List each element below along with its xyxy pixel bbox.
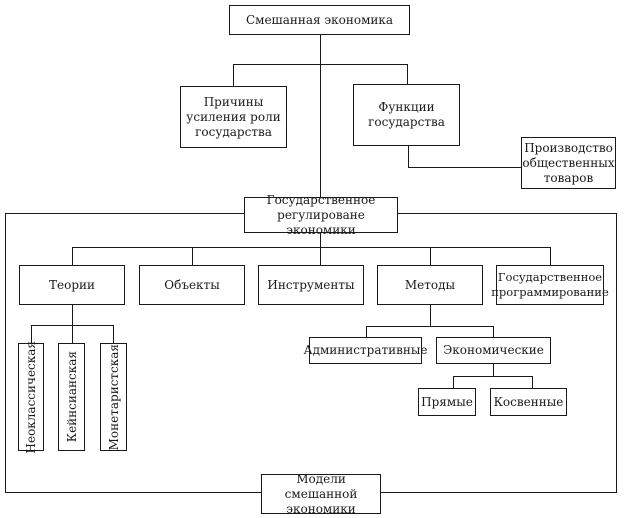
connector-to-direct bbox=[453, 376, 454, 388]
node-monetarist: Монетаристская bbox=[100, 343, 127, 451]
connector-to-economic bbox=[493, 326, 494, 337]
node-indirect-label: Косвенные bbox=[493, 394, 564, 409]
node-theories: Теории bbox=[19, 265, 125, 305]
connector-to-public-goods bbox=[408, 167, 521, 168]
outer-loop-left bbox=[5, 213, 6, 493]
node-instruments: Инструменты bbox=[258, 265, 364, 305]
node-reasons-line-1: Причины bbox=[203, 94, 264, 109]
connector-to-instruments bbox=[320, 247, 321, 265]
node-instruments-label: Инструменты bbox=[267, 277, 355, 292]
node-state-regulation: Государственное регулироване экономики bbox=[244, 193, 398, 237]
connector-theories-branch bbox=[31, 325, 113, 326]
connector-to-administrative bbox=[366, 326, 367, 337]
node-functions-line-2: государства bbox=[368, 115, 445, 129]
connector-to-functions bbox=[407, 64, 408, 84]
node-methods-label: Методы bbox=[404, 277, 456, 292]
connector-top-branch bbox=[233, 64, 408, 65]
node-objects: Объекты bbox=[139, 265, 245, 305]
outer-loop-top-right bbox=[398, 213, 617, 214]
node-mixed-economy-label: Смешанная экономика bbox=[245, 12, 394, 27]
outer-loop-bottom-right bbox=[381, 492, 617, 493]
node-functions: Функции государства bbox=[353, 84, 460, 146]
connector-to-programming bbox=[550, 247, 551, 265]
node-neoclassical: Неоклассическая bbox=[18, 340, 44, 454]
node-economic: Экономические bbox=[436, 337, 551, 364]
node-keynesian-label: Кейнсианская bbox=[64, 351, 79, 443]
outer-loop-bottom-left bbox=[5, 492, 261, 493]
connector-to-indirect bbox=[532, 376, 533, 388]
node-public-goods-line-1: Производство bbox=[524, 140, 613, 155]
node-mixed-economy: Смешанная экономика bbox=[229, 5, 410, 35]
connector-to-theories bbox=[72, 247, 73, 265]
node-state-regulation-line-1: Государственное bbox=[266, 192, 376, 207]
node-indirect: Косвенные bbox=[490, 388, 567, 416]
node-reasons-line-3: государства bbox=[195, 124, 272, 139]
node-state-programming-line-2: программирование bbox=[491, 285, 609, 299]
node-public-goods: Производство общественных товаров bbox=[521, 137, 616, 189]
node-monetarist-label: Монетаристская bbox=[106, 343, 121, 451]
node-state-regulation-line-2: регулироване экономики bbox=[277, 207, 365, 237]
node-public-goods-line-3: товаров bbox=[543, 170, 594, 185]
node-reasons-line-2: усиления роли bbox=[186, 109, 281, 124]
node-methods: Методы bbox=[377, 265, 483, 305]
node-direct: Прямые bbox=[418, 388, 476, 416]
node-administrative: Административные bbox=[303, 337, 428, 364]
outer-loop-right bbox=[616, 213, 617, 493]
node-objects-label: Объекты bbox=[164, 277, 220, 292]
connector-functions-down bbox=[408, 146, 409, 168]
node-state-programming: Государственное программирование bbox=[491, 265, 609, 305]
connector-methods-down bbox=[430, 305, 431, 327]
node-state-programming-line-1: Государственное bbox=[497, 270, 603, 284]
node-public-goods-line-2: общественных bbox=[522, 155, 615, 170]
connector-economic-down bbox=[493, 363, 494, 376]
connector-to-objects bbox=[192, 247, 193, 265]
node-economic-label: Экономические bbox=[443, 343, 544, 357]
node-reasons: Причины усиления роли государства bbox=[180, 86, 287, 148]
node-theories-label: Теории bbox=[48, 277, 95, 292]
node-neoclassical-label: Неоклассическая bbox=[24, 340, 38, 454]
node-models-line-2: экономики bbox=[286, 501, 356, 516]
connector-to-methods bbox=[430, 247, 431, 265]
connector-root-down bbox=[320, 35, 321, 197]
node-mixed-economy-models: Модели смешанной экономики bbox=[261, 471, 381, 516]
connector-to-reasons bbox=[233, 64, 234, 86]
node-keynesian: Кейнсианская bbox=[58, 343, 85, 451]
connector-theories-down bbox=[72, 305, 73, 343]
node-models-line-1: Модели смешанной bbox=[284, 471, 358, 501]
node-direct-label: Прямые bbox=[421, 394, 473, 409]
node-functions-line-1: Функции bbox=[378, 100, 435, 114]
connector-to-neoclassical bbox=[31, 325, 32, 343]
connector-economic-branch bbox=[453, 376, 532, 377]
connector-regulation-down bbox=[320, 233, 321, 247]
outer-loop-top-left bbox=[5, 213, 244, 214]
node-administrative-label: Административные bbox=[303, 343, 428, 357]
connector-to-monetarist bbox=[113, 325, 114, 343]
connector-branch-line bbox=[72, 247, 550, 248]
connector-methods-branch bbox=[366, 326, 493, 327]
